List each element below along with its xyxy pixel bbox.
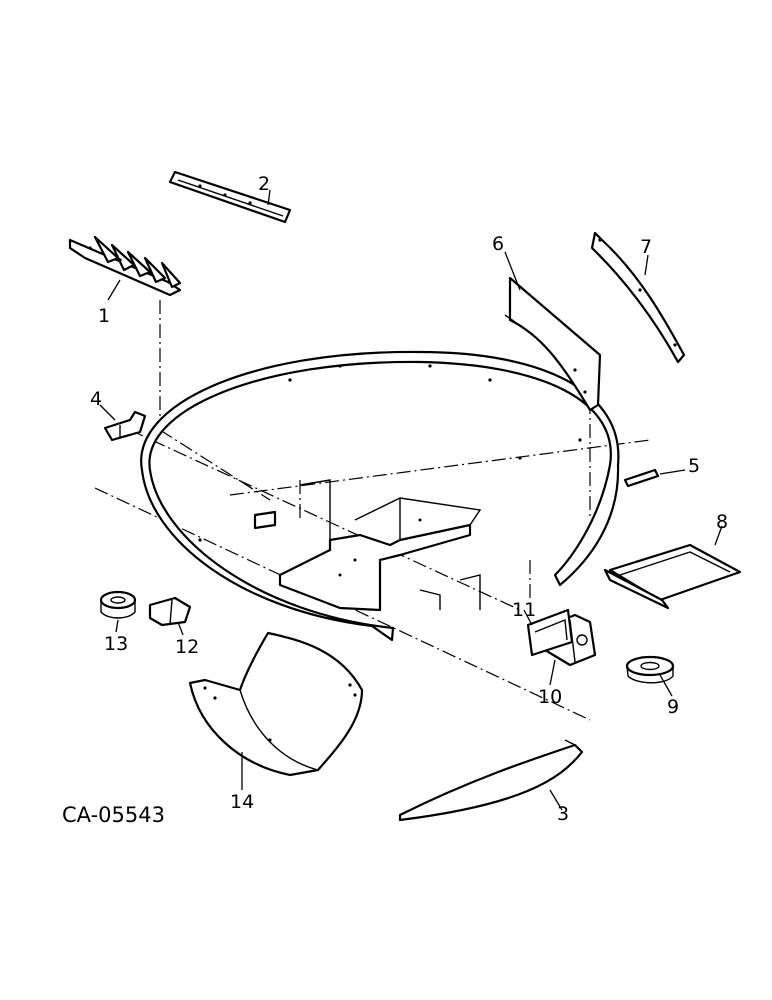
- part-11-plate: [526, 608, 574, 657]
- part-12-mounting-bracket: [148, 596, 192, 627]
- callout-1: 1: [98, 305, 110, 327]
- callout-13: 13: [104, 633, 128, 655]
- part-8-tray-plate: [603, 543, 742, 610]
- leader-lines: [99, 189, 723, 811]
- callout-12: 12: [175, 636, 199, 658]
- callout-labels: 1 2 3 4 5 6 7 8 9 10 11 12 13 14 CA-0554…: [62, 173, 728, 827]
- callout-6: 6: [492, 233, 504, 255]
- callout-10: 10: [538, 686, 562, 708]
- part-3-curved-plate: [398, 739, 584, 822]
- part-5-strap: [623, 468, 660, 488]
- callout-2: 2: [258, 173, 270, 195]
- part-9-pulley: [625, 655, 675, 684]
- part-4-bracket: [103, 410, 147, 442]
- callout-5: 5: [688, 455, 700, 477]
- part-1-toothed-bar: [68, 235, 182, 297]
- part-14-curved-sheet: [188, 631, 364, 777]
- part-6-curved-shield: [504, 276, 602, 412]
- callout-9: 9: [667, 696, 679, 718]
- callout-4: 4: [90, 388, 102, 410]
- callout-7: 7: [640, 236, 652, 258]
- callout-8: 8: [716, 511, 728, 533]
- callout-3: 3: [557, 803, 569, 825]
- part-13-roller: [99, 590, 137, 619]
- center-frame: [253, 479, 482, 612]
- callout-14: 14: [230, 791, 254, 813]
- callout-11: 11: [512, 599, 536, 621]
- part-7-curved-plate: [590, 231, 686, 364]
- figure-code: CA-05543: [62, 803, 165, 827]
- part-2-angle-strip: [168, 170, 292, 224]
